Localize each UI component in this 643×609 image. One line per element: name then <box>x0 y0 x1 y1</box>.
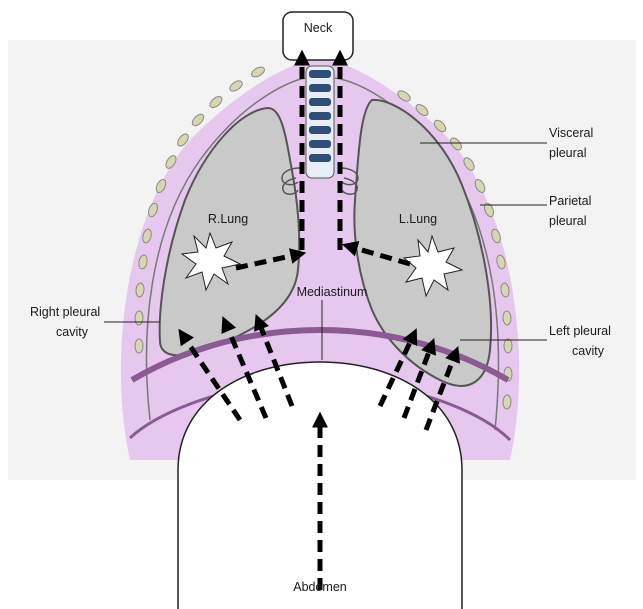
parietal-label-line1: Parietal <box>549 194 591 208</box>
left-cavity-label-line1: Left pleural <box>549 324 611 338</box>
neck-label: Neck <box>304 21 333 35</box>
abdomen-label: Abdomen <box>293 580 347 594</box>
right-lung-label: R.Lung <box>208 212 248 226</box>
visceral-label-line2: pleural <box>549 146 587 160</box>
right-cavity-label-line2: cavity <box>56 325 89 339</box>
right-cavity-label-line1: Right pleural <box>30 305 100 319</box>
parietal-label-line2: pleural <box>549 214 587 228</box>
vertebral-column <box>306 66 334 178</box>
left-cavity-label-line2: cavity <box>572 344 605 358</box>
visceral-label-line1: Visceral <box>549 126 593 140</box>
neck-box <box>283 12 353 60</box>
left-lung-label: L.Lung <box>399 212 437 226</box>
mediastinum-label: Mediastinum <box>297 285 368 299</box>
